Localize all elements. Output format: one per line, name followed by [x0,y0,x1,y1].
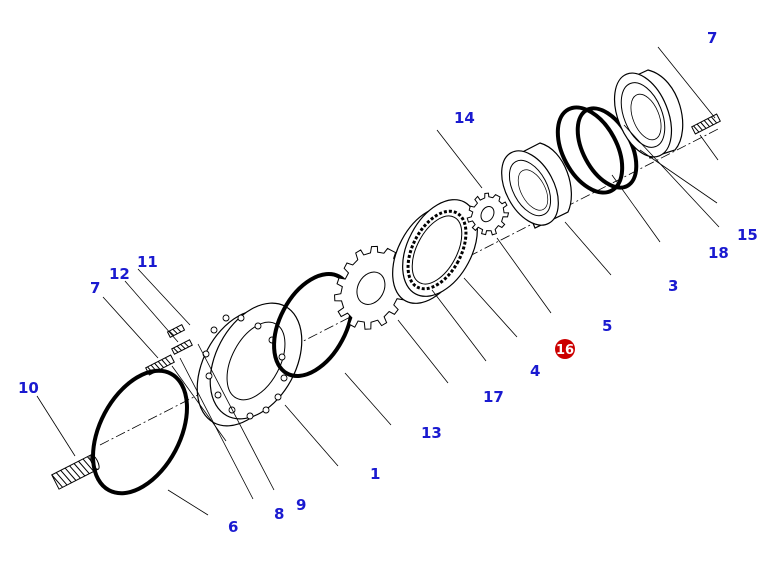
label-part-9[interactable]: 9 [296,496,306,514]
part-14-small-gear[interactable] [461,187,515,242]
label-part-12[interactable]: 12 [109,265,130,283]
part-oring-middle[interactable] [258,261,368,389]
label-part-3[interactable]: 3 [668,277,678,295]
part-12-pin[interactable] [171,339,193,355]
label-part-17[interactable]: 17 [483,388,504,406]
label-part-18[interactable]: 18 [708,244,729,262]
part-7-spring-pin-right[interactable] [691,113,721,135]
label-part-14[interactable]: 14 [454,109,475,127]
highlight-marker-part-16[interactable]: 16 [555,339,575,359]
label-part-15[interactable]: 15 [737,226,758,244]
label-part-1[interactable]: 1 [370,465,380,483]
leader-lines [36,46,720,516]
part-13-gear[interactable] [322,235,421,342]
label-part-6[interactable]: 6 [228,518,238,536]
label-part-5[interactable]: 5 [602,317,612,335]
label-part-8[interactable]: 8 [274,505,284,523]
label-part-13[interactable]: 13 [421,424,442,442]
part-6-oring[interactable] [74,355,207,509]
part-7-spring-pin-left[interactable] [145,354,175,376]
label-part-10[interactable]: 10 [18,379,39,397]
part-15-end-cap[interactable] [603,65,684,165]
label-part-4[interactable]: 4 [530,362,540,380]
label-part-11[interactable]: 11 [137,253,158,271]
part-1-housing[interactable] [179,287,321,441]
label-part-7-top[interactable]: 7 [707,29,717,47]
part-3-sleeve[interactable] [490,141,572,234]
label-part-7-left[interactable]: 7 [90,279,100,297]
label-part-16[interactable]: 16 [556,343,574,358]
part-11-pin[interactable] [166,324,186,338]
part-17-ring-gear[interactable] [377,187,492,316]
